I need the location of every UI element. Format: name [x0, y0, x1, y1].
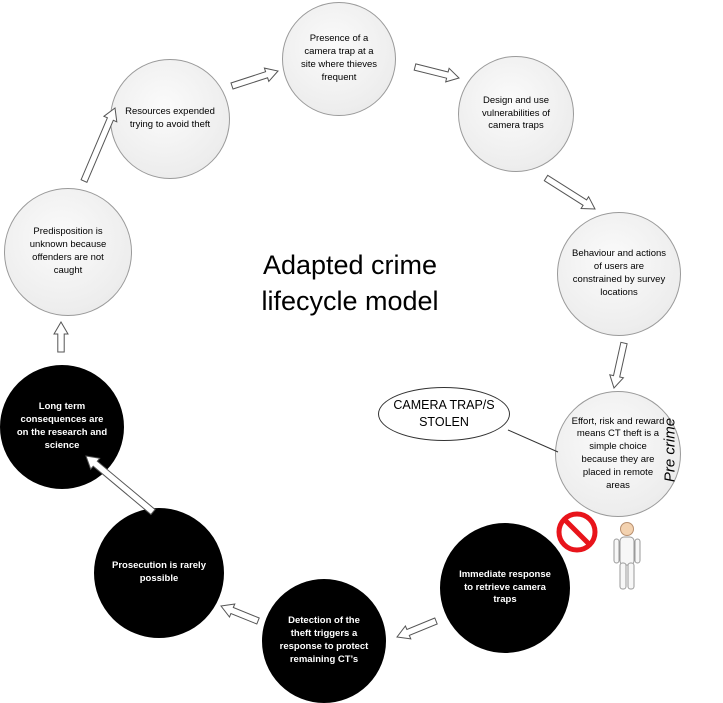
- arrow-detection-to-prosecution: [220, 603, 260, 625]
- stolen-callout: CAMERA TRAP/S STOLEN: [378, 387, 510, 441]
- arrow-consequences-to-predisposition: [53, 321, 69, 353]
- arrow-resources-to-presence: [230, 67, 279, 90]
- node-behaviour-constrained: Behaviour and actions of users are const…: [557, 212, 681, 336]
- callout-line-2: STOLEN: [419, 415, 469, 429]
- node-effort-risk-reward: Effort, risk and reward means CT theft i…: [555, 391, 681, 517]
- node-immediate-response: Immediate response to retrieve camera tr…: [440, 523, 570, 653]
- arrow-design-to-behaviour: [543, 174, 596, 210]
- node-prosecution-rarely-possible: Prosecution is rarely possible: [94, 508, 224, 638]
- callout-line-1: CAMERA TRAP/S: [393, 398, 495, 413]
- title-line-2: lifecycle model: [261, 285, 439, 316]
- arrow-behaviour-to-effort: [609, 341, 628, 389]
- arrow-presence-to-design: [413, 63, 460, 83]
- person-figure-icon: [613, 522, 641, 590]
- callout-connector: [507, 429, 559, 453]
- no-entry-icon: [556, 511, 598, 553]
- node-design-vulnerabilities: Design and use vulnerabilities of camera…: [458, 56, 574, 172]
- node-detection-of-theft: Detection of the theft triggers a respon…: [262, 579, 386, 703]
- arrow-prosecution-to-consequences: [85, 455, 156, 516]
- node-presence-of-camera-trap: Presence of a camera trap at a site wher…: [282, 2, 396, 116]
- node-resources-expended: Resources expended trying to avoid theft: [110, 59, 230, 179]
- arrow-predisposition-to-resources: [80, 107, 118, 183]
- arrow-immediate-to-detection: [396, 617, 438, 640]
- node-predisposition-unknown: Predisposition is unknown because offend…: [4, 188, 132, 316]
- title-line-1: Adapted crime: [262, 250, 438, 280]
- diagram-title: Adapted crime lifecycle model: [230, 248, 470, 319]
